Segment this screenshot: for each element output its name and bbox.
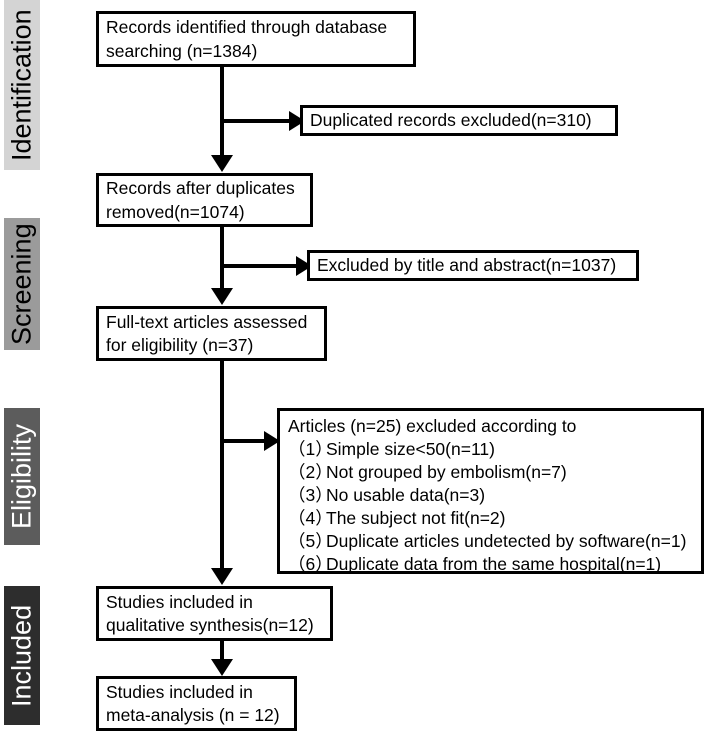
box-records-after-duplicates-line2: removed(n=1074)	[106, 201, 245, 222]
box-qualitative-synthesis: Studies included in qualitative synthesi…	[96, 586, 333, 641]
box-fulltext-assessed: Full-text articles assessed for eligibil…	[96, 306, 327, 361]
connector-identified-to-deduped	[220, 66, 224, 158]
box-articles-excluded: Articles (n=25) excluded according to （1…	[277, 408, 704, 574]
box-meta-analysis-line2: meta-analysis (n = 12)	[106, 705, 280, 725]
reason-text-3: No usable data(n=3)	[326, 485, 486, 505]
articles-excluded-reason-6: （6）Duplicate data from the same hospital…	[288, 553, 696, 576]
connector-to-articles-excluded	[220, 439, 275, 443]
box-fulltext-assessed-line2: for eligibility (n=37)	[106, 335, 254, 355]
articles-excluded-reason-3: （3）No usable data(n=3)	[288, 484, 696, 507]
connector-to-duplicates-excluded	[220, 119, 297, 123]
box-excluded-title-abstract: Excluded by title and abstract(n=1037)	[307, 250, 639, 281]
stage-label-screening: Screening	[6, 223, 37, 345]
stage-bar-screening: Screening	[4, 218, 40, 350]
reason-text-6: Duplicate data from the same hospital(n=…	[326, 554, 662, 574]
articles-excluded-reason-2: （2）Not grouped by embolism(n=7)	[288, 461, 696, 484]
connector-to-excluded-title-abstract	[220, 264, 305, 268]
reason-text-5: Duplicate articles undetected by softwar…	[326, 531, 687, 551]
box-qualitative-synthesis-line2: qualitative synthesis(n=12)	[106, 615, 314, 635]
box-excluded-title-abstract-line1: Excluded by title and abstract(n=1037)	[317, 255, 617, 276]
reason-index-5: （5）	[288, 531, 333, 551]
connector-deduped-to-fulltext	[220, 226, 224, 291]
stage-label-included: Included	[6, 604, 37, 707]
arrowhead-to-meta-analysis	[211, 659, 233, 676]
box-records-identified: Records identified through database sear…	[96, 11, 416, 67]
reason-text-2: Not grouped by embolism(n=7)	[326, 462, 567, 482]
box-meta-analysis-line1: Studies included in	[106, 681, 253, 702]
arrowhead-to-records-after-duplicates	[211, 155, 233, 172]
box-records-identified-line1: Records identified through database	[106, 17, 388, 38]
reason-index-2: （2）	[288, 462, 333, 482]
box-records-after-duplicates: Records after duplicates removed(n=1074)	[96, 173, 313, 227]
reason-text-4: The subject not fit(n=2)	[326, 508, 506, 528]
stage-label-identification: Identification	[6, 9, 37, 161]
connector-fulltext-to-qualitative	[220, 360, 224, 571]
articles-excluded-reason-4: （4）The subject not fit(n=2)	[288, 507, 696, 530]
stage-label-eligibility: Eligibility	[6, 423, 37, 530]
stage-bar-eligibility: Eligibility	[4, 408, 40, 545]
box-records-identified-line2: searching (n=1384)	[106, 40, 258, 61]
articles-excluded-reason-5: （5）Duplicate articles undetected by soft…	[288, 530, 696, 553]
box-meta-analysis: Studies included in meta-analysis (n = 1…	[96, 676, 297, 731]
box-fulltext-assessed-line1: Full-text articles assessed	[106, 311, 308, 332]
reason-text-1: Simple size<50(n=11)	[326, 439, 495, 459]
reason-index-3: （3）	[288, 485, 333, 505]
reason-index-6: （6）	[288, 554, 333, 574]
box-qualitative-synthesis-line1: Studies included in	[106, 591, 253, 612]
arrowhead-to-qualitative-synthesis	[211, 568, 233, 585]
box-duplicates-excluded-line1: Duplicated records excluded(n=310)	[310, 110, 592, 131]
reason-index-4: （4）	[288, 508, 333, 528]
articles-excluded-heading: Articles (n=25) excluded according to	[288, 416, 577, 436]
arrowhead-to-fulltext-assessed	[211, 288, 233, 305]
stage-bar-identification: Identification	[4, 0, 40, 170]
connector-qualitative-to-meta	[220, 640, 224, 666]
box-records-after-duplicates-line1: Records after duplicates	[106, 178, 295, 199]
stage-bar-included: Included	[4, 586, 40, 725]
articles-excluded-reason-1: （1）Simple size<50(n=11)	[288, 438, 696, 461]
arrowhead-to-articles-excluded	[264, 431, 280, 451]
box-duplicates-excluded: Duplicated records excluded(n=310)	[300, 105, 618, 136]
reason-index-1: （1）	[288, 439, 333, 459]
